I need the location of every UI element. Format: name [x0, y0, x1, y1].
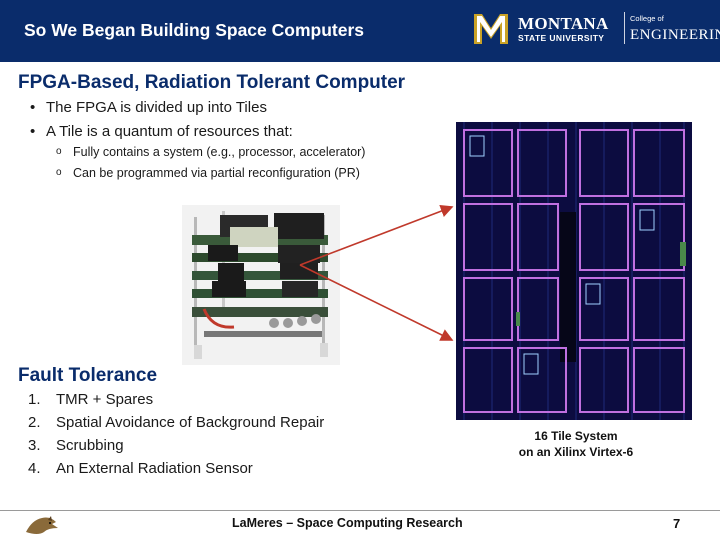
item-number: 2.: [28, 414, 41, 431]
slide-header: So We Began Building Space Computers MON…: [0, 0, 720, 62]
bullet-marker: •: [30, 123, 36, 140]
bullet-text: A Tile is a quantum of resources that:: [46, 123, 293, 140]
item-text: An External Radiation Sensor: [56, 460, 253, 477]
section-title-fault-tolerance: Fault Tolerance: [18, 365, 158, 386]
bullet-text: The FPGA is divided up into Tiles: [46, 99, 267, 116]
caption-line-2: on an Xilinx Virtex-6: [518, 445, 634, 459]
item-text: Spatial Avoidance of Background Repair: [56, 414, 325, 431]
footer-text: LaMeres – Space Computing Research: [232, 516, 463, 530]
subbullet-text: Fully contains a system (e.g., processor…: [73, 145, 366, 159]
subbullet-marker: o: [56, 167, 62, 178]
caption-line-1: 16 Tile System: [534, 429, 618, 443]
logo-university-name: MONTANA: [518, 14, 609, 33]
fpga-floorplan-image: [456, 122, 692, 420]
msu-m-logo-icon: [474, 14, 508, 44]
section-title-fpga: FPGA-Based, Radiation Tolerant Computer: [18, 72, 406, 93]
logo-college-label: College of: [630, 14, 664, 23]
item-text: Scrubbing: [56, 437, 124, 454]
page-number: 7: [673, 516, 681, 531]
footer-divider: [0, 510, 720, 511]
item-text: TMR + Spares: [56, 391, 154, 408]
bullet-marker: •: [30, 99, 36, 116]
logo-engineering-label: ENGINEERING: [630, 27, 720, 43]
item-number: 1.: [28, 391, 41, 408]
logo-university-sub: STATE UNIVERSITY: [518, 33, 605, 43]
figure-caption: 16 Tile System on an Xilinx Virtex-6: [476, 428, 676, 460]
slide-title: So We Began Building Space Computers: [24, 20, 365, 40]
stacked-computer-boards-photo: [182, 205, 340, 365]
bobcat-logo-icon: [26, 516, 58, 534]
item-number: 3.: [28, 437, 41, 454]
subbullet-marker: o: [56, 146, 62, 157]
logo-divider: [624, 12, 625, 44]
msu-logo: MONTANA STATE UNIVERSITY College of ENGI…: [472, 8, 720, 52]
item-number: 4.: [28, 460, 41, 477]
subbullet-text: Can be programmed via partial reconfigur…: [73, 166, 360, 180]
